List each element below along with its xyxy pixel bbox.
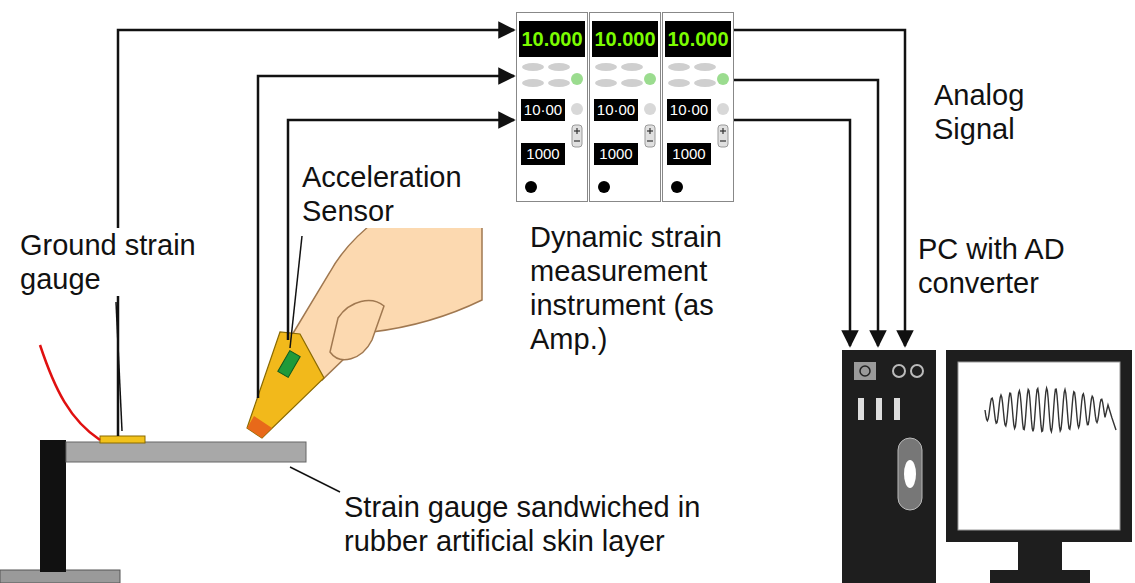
gain-display: 1000 (667, 143, 711, 165)
gauge-wire (40, 345, 100, 440)
signal-wire (288, 120, 514, 340)
waveform (985, 388, 1116, 432)
callout-label: Acceleration Sensor (300, 160, 514, 228)
signal-wire (258, 76, 514, 398)
monitor (946, 350, 1132, 542)
gain-display: 1000 (594, 143, 638, 165)
range-display: 10·00 (594, 99, 638, 121)
thumb (330, 301, 384, 360)
finger-tip-gauge (247, 416, 272, 438)
strain-display: 10.000 (665, 21, 731, 57)
callout-label: Ground strain gauge (18, 228, 217, 296)
acceleration-sensor (278, 351, 300, 378)
amplifier-unit: 10.000 10·00 1000 (662, 12, 734, 202)
callout-label: PC with AD converter (916, 232, 1115, 300)
strain-display: 10.000 (519, 21, 585, 57)
gain-display: 1000 (521, 143, 565, 165)
strain-display: 10.000 (592, 21, 658, 57)
range-display: 10·00 (521, 99, 565, 121)
amplifier-unit: 10.000 10·00 1000 (516, 12, 588, 202)
callout-label: Dynamic strain measurement instrument (a… (528, 220, 757, 356)
ground-strain-gauge (100, 436, 145, 443)
leader-line (290, 236, 302, 348)
analog-wire (734, 30, 905, 346)
callout-label: Strain gauge sandwiched in rubber artifi… (342, 490, 791, 558)
beam (66, 442, 306, 462)
stand-post (40, 440, 66, 572)
range-display: 10·00 (667, 99, 711, 121)
screen (958, 362, 1120, 530)
leader-line (290, 467, 340, 492)
callout-label: Analog Signal (932, 78, 1086, 146)
power-button (854, 362, 876, 380)
amplifier-unit: 10.000 10·00 1000 (589, 12, 661, 202)
pc-tower (842, 350, 936, 583)
